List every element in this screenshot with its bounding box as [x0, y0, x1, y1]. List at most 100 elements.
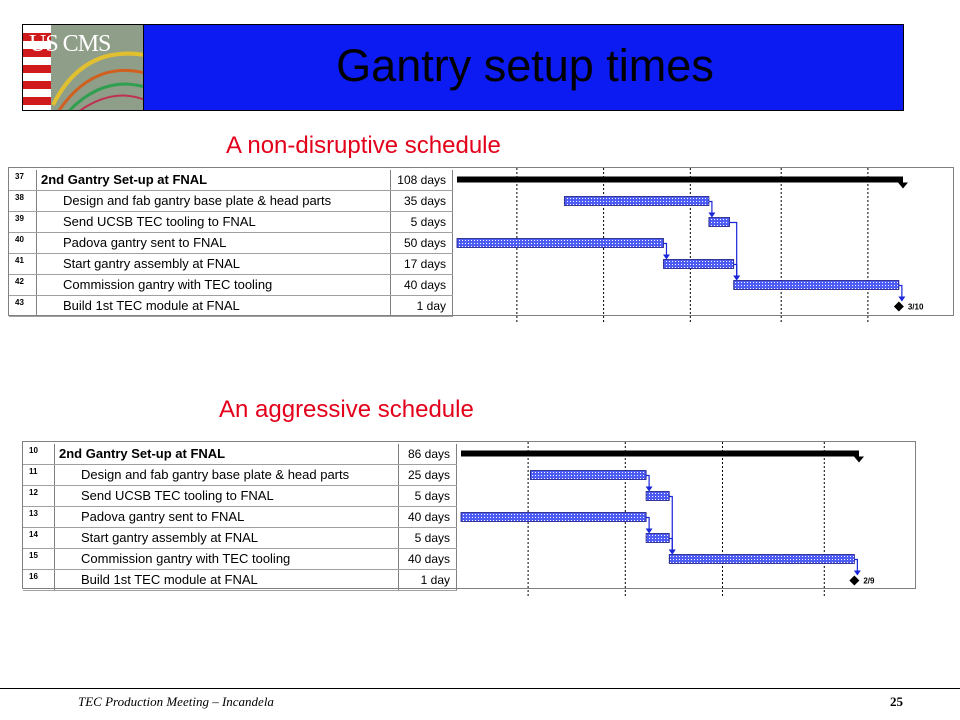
dependency-link — [854, 558, 858, 572]
task-duration: 5 days — [399, 528, 457, 548]
task-id: 40 — [9, 233, 37, 253]
task-duration: 17 days — [391, 254, 453, 274]
logo-graphic — [23, 25, 143, 110]
task-duration: 5 days — [391, 212, 453, 232]
task-duration: 108 days — [391, 170, 453, 190]
task-id: 10 — [23, 444, 55, 464]
task-id: 39 — [9, 212, 37, 232]
summary-bar — [461, 450, 859, 457]
task-name: Commission gantry with TEC tooling — [55, 549, 399, 569]
us-cms-logo: US CMS — [22, 24, 144, 111]
task-name: Padova gantry sent to FNAL — [55, 507, 399, 527]
task-bar — [456, 238, 664, 248]
dependency-link — [733, 263, 738, 277]
task-name: Design and fab gantry base plate & head … — [37, 191, 391, 211]
task-name: Commission gantry with TEC tooling — [37, 275, 391, 295]
milestone-date-label: 2/9 — [863, 577, 875, 586]
footer-text: TEC Production Meeting – Incandela — [78, 694, 274, 709]
dependency-link — [898, 284, 903, 298]
dependency-arrow-icon — [668, 549, 676, 555]
task-bar — [530, 470, 647, 480]
gantt-chart: 3/10 — [456, 168, 924, 323]
dependency-arrow-icon — [898, 296, 906, 302]
task-id: 38 — [9, 191, 37, 211]
summary-bar — [457, 176, 903, 183]
title-banner — [22, 24, 904, 111]
dependency-arrow-icon — [645, 528, 653, 534]
dependency-link — [729, 221, 738, 277]
task-duration: 1 day — [391, 296, 453, 316]
schedule-2-subtitle: An aggressive schedule — [219, 396, 474, 423]
dependency-link — [646, 516, 650, 530]
task-name: Start gantry assembly at FNAL — [37, 254, 391, 274]
task-id: 11 — [23, 465, 55, 485]
task-bar — [563, 196, 710, 206]
task-name: Start gantry assembly at FNAL — [55, 528, 399, 548]
task-name: Send UCSB TEC tooling to FNAL — [37, 212, 391, 232]
task-name: Build 1st TEC module at FNAL — [55, 570, 399, 590]
dependency-link — [669, 495, 673, 551]
footer-divider — [0, 688, 960, 689]
task-bar — [733, 280, 900, 290]
task-duration: 35 days — [391, 191, 453, 211]
task-id: 37 — [9, 170, 37, 190]
task-name: Send UCSB TEC tooling to FNAL — [55, 486, 399, 506]
task-bar — [645, 533, 670, 543]
dependency-arrow-icon — [733, 275, 741, 281]
logo-text: US CMS — [29, 31, 111, 57]
task-duration: 40 days — [399, 507, 457, 527]
dependency-link — [669, 537, 673, 551]
task-id: 15 — [23, 549, 55, 569]
task-id: 13 — [23, 507, 55, 527]
task-duration: 25 days — [399, 465, 457, 485]
task-bar — [668, 554, 855, 564]
task-duration: 50 days — [391, 233, 453, 253]
task-name: Padova gantry sent to FNAL — [37, 233, 391, 253]
task-name: 2nd Gantry Set-up at FNAL — [55, 444, 399, 464]
task-bar — [460, 512, 647, 522]
task-name: Build 1st TEC module at FNAL — [37, 296, 391, 316]
dependency-arrow-icon — [853, 570, 861, 576]
dependency-link — [646, 474, 650, 488]
dependency-arrow-icon — [645, 486, 653, 492]
schedule-1-subtitle: A non-disruptive schedule — [226, 132, 501, 159]
task-duration: 1 day — [399, 570, 457, 590]
gantt-chart: 2/9 — [460, 442, 875, 597]
dependency-arrow-icon — [708, 212, 716, 218]
slide-title: Gantry setup times — [336, 40, 714, 91]
task-id: 16 — [23, 570, 55, 590]
summary-bar-end-icon — [854, 456, 864, 463]
task-name: Design and fab gantry base plate & head … — [55, 465, 399, 485]
task-duration: 5 days — [399, 486, 457, 506]
task-duration: 86 days — [399, 444, 457, 464]
milestone-date-label: 3/10 — [908, 303, 924, 312]
task-id: 41 — [9, 254, 37, 274]
dependency-link — [708, 200, 713, 214]
task-duration: 40 days — [391, 275, 453, 295]
task-bar — [645, 491, 670, 501]
dependency-arrow-icon — [662, 254, 670, 260]
milestone-diamond-icon — [849, 575, 860, 586]
task-id: 14 — [23, 528, 55, 548]
dependency-link — [663, 242, 668, 256]
task-duration: 40 days — [399, 549, 457, 569]
task-id: 43 — [9, 296, 37, 316]
summary-bar-end-icon — [898, 182, 908, 189]
task-bar — [708, 217, 730, 227]
